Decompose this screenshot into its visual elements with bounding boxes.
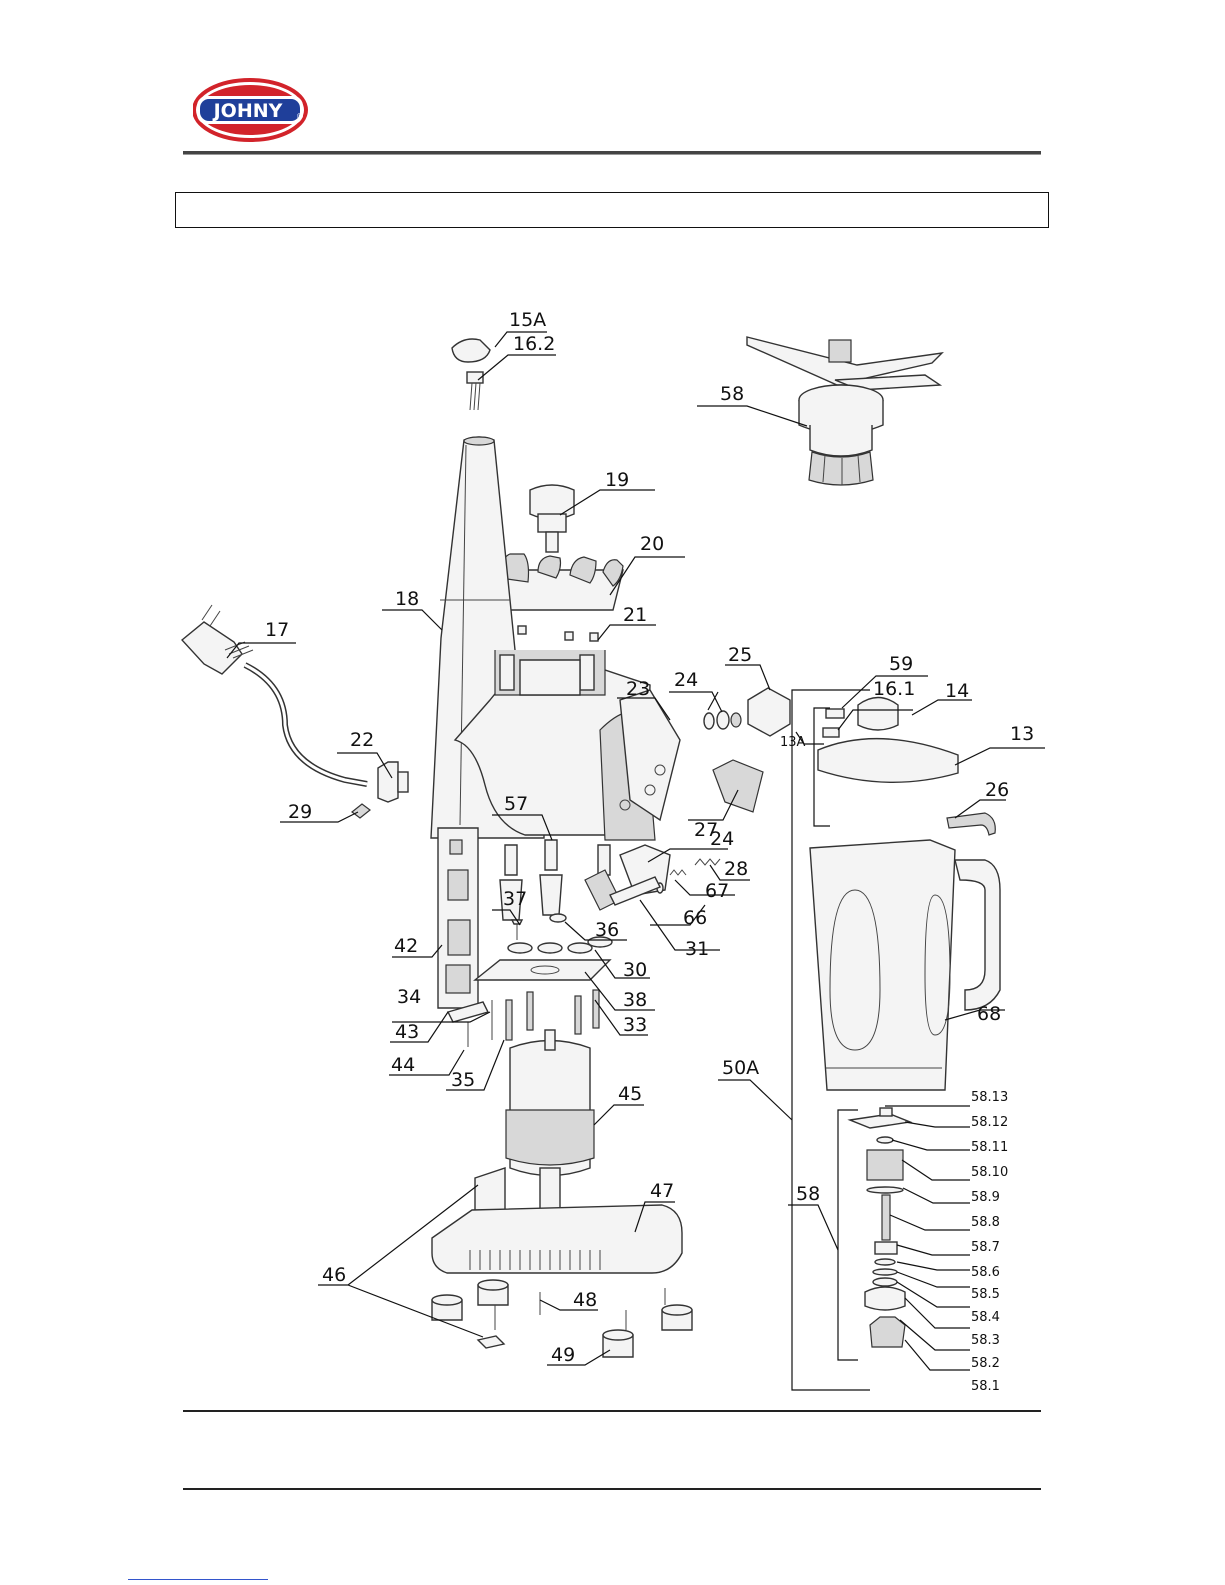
label-30: 30 xyxy=(623,959,647,981)
screw-29 xyxy=(352,804,370,818)
top-cover-20 xyxy=(493,554,623,610)
rocker-switch-27 xyxy=(713,760,763,812)
label-58-10: 58.10 xyxy=(971,1165,1008,1180)
label-58-3: 58.3 xyxy=(971,1333,1000,1348)
label-66: 66 xyxy=(683,907,707,929)
label-34: 34 xyxy=(397,986,421,1008)
nuts-21 xyxy=(518,626,598,641)
label-13a: 13A xyxy=(780,735,806,750)
label-13: 13 xyxy=(1010,723,1034,745)
label-19: 19 xyxy=(605,469,629,491)
label-58-2: 58.2 xyxy=(971,1356,1000,1371)
label-58-6: 58.6 xyxy=(971,1265,1000,1280)
motor-45 xyxy=(506,1030,594,1228)
pcb-42 xyxy=(438,828,478,1008)
label-25: 25 xyxy=(728,644,752,666)
bracket-46-lower xyxy=(478,1336,504,1348)
knobs-24 xyxy=(704,711,741,729)
label-24a: 24 xyxy=(674,669,698,691)
label-29: 29 xyxy=(288,801,312,823)
label-58-13: 58.13 xyxy=(971,1090,1008,1105)
label-58-7: 58.7 xyxy=(971,1240,1000,1255)
label-36: 36 xyxy=(595,919,619,941)
link-underline xyxy=(128,1579,268,1580)
label-17: 17 xyxy=(265,619,289,641)
label-58-9: 58.9 xyxy=(971,1190,1000,1205)
label-37: 37 xyxy=(503,888,527,910)
screw-37-36 xyxy=(512,914,566,940)
label-58-11: 58.11 xyxy=(971,1140,1008,1155)
label-22: 22 xyxy=(350,729,374,751)
label-58-5: 58.5 xyxy=(971,1287,1000,1302)
label-24b: 24 xyxy=(710,828,734,850)
label-23: 23 xyxy=(626,678,650,700)
label-50a: 50A xyxy=(722,1057,759,1079)
cord-clamp-22 xyxy=(378,762,408,802)
label-35: 35 xyxy=(451,1069,475,1091)
label-58-top: 58 xyxy=(720,383,744,405)
label-43: 43 xyxy=(395,1021,419,1043)
switch-25 xyxy=(748,688,790,736)
base-47 xyxy=(432,1205,682,1273)
label-28: 28 xyxy=(724,858,748,880)
label-58-4: 58.4 xyxy=(971,1310,1000,1325)
footer-divider-bottom xyxy=(183,1488,1041,1490)
label-58-12: 58.12 xyxy=(971,1115,1008,1130)
screws-lower xyxy=(468,990,599,1047)
label-59: 59 xyxy=(889,653,913,675)
label-47: 47 xyxy=(650,1180,674,1202)
jar-68 xyxy=(810,840,1000,1090)
label-21: 21 xyxy=(623,604,647,626)
label-57: 57 xyxy=(504,793,528,815)
label-58-side: 58 xyxy=(796,1183,820,1205)
blade-parts-58-x xyxy=(850,1108,910,1347)
label-49: 49 xyxy=(551,1344,575,1366)
label-20: 20 xyxy=(640,533,664,555)
label-44: 44 xyxy=(391,1054,415,1076)
label-42: 42 xyxy=(394,935,418,957)
mount-plate-38 xyxy=(475,960,610,980)
label-14: 14 xyxy=(945,680,969,702)
label-46: 46 xyxy=(322,1264,346,1286)
label-15a: 15A xyxy=(509,309,546,331)
label-26: 26 xyxy=(985,779,1009,801)
label-58-1: 58.1 xyxy=(971,1379,1000,1394)
footer-divider-top xyxy=(183,1410,1041,1412)
label-18: 18 xyxy=(395,588,419,610)
blade-assembly-58 xyxy=(747,337,942,485)
label-58-8: 58.8 xyxy=(971,1215,1000,1230)
label-16-1: 16.1 xyxy=(873,678,915,700)
label-33: 33 xyxy=(623,1014,647,1036)
label-45: 45 xyxy=(618,1083,642,1105)
label-67: 67 xyxy=(705,880,729,902)
handle-grip-26 xyxy=(947,813,995,835)
label-48: 48 xyxy=(573,1289,597,1311)
label-68: 68 xyxy=(977,1003,1001,1025)
label-31: 31 xyxy=(685,938,709,960)
label-38: 38 xyxy=(623,989,647,1011)
coupler-19 xyxy=(530,485,574,552)
label-16-2: 16.2 xyxy=(513,333,555,355)
knob-15a xyxy=(452,339,490,362)
